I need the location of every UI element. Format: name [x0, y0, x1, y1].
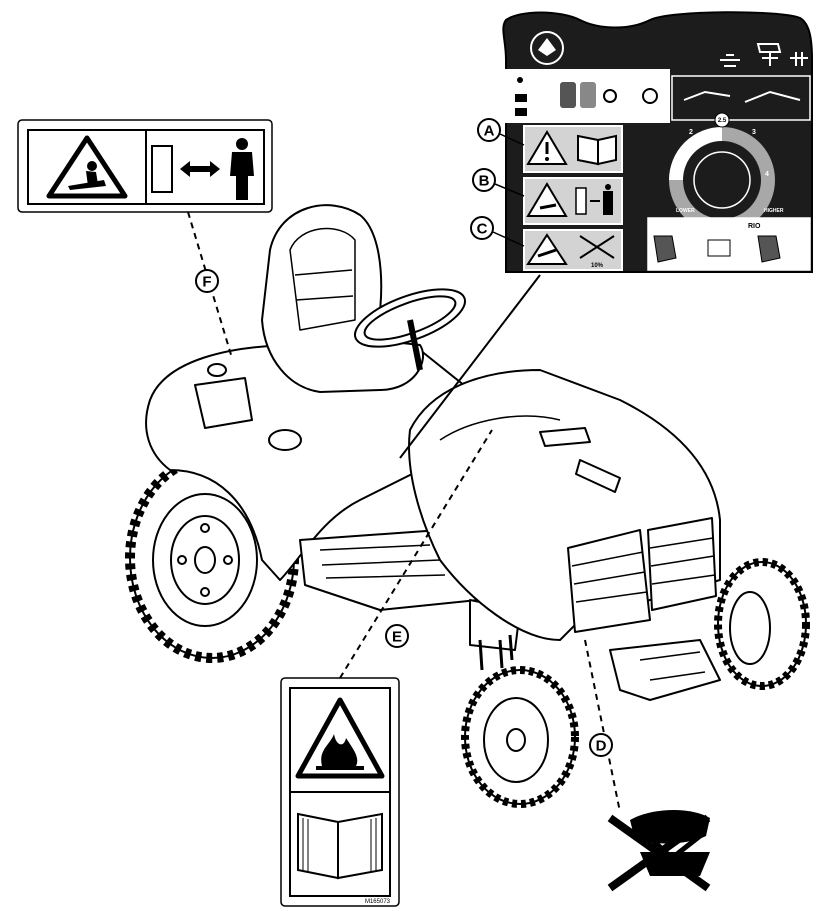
callout-a: A [477, 118, 525, 146]
tractor-illustration [125, 204, 810, 808]
slope-label: 10% [591, 263, 604, 269]
figure-code: M165073 [365, 899, 391, 905]
front-right-wheel [714, 558, 810, 690]
rio-mode-icons [653, 235, 781, 263]
callout-b: B [472, 168, 525, 197]
decal-b [523, 177, 623, 225]
callout-d-label: D [596, 738, 607, 755]
callout-f-label: F [202, 274, 211, 291]
panel-top-icons [720, 43, 808, 67]
dial-tick-2: 2 [689, 129, 693, 136]
decal-e: M165073 [280, 677, 400, 907]
dial-higher-label: HIGHER [764, 208, 784, 214]
callout-c-label: C [477, 221, 488, 238]
control-panel-decal: 10% 2.5 1 2 3 4 LOWER HIGHER RIO [502, 11, 813, 273]
callout-c: C [470, 216, 525, 247]
double-arrow-icon [180, 161, 220, 177]
grille [567, 517, 717, 633]
ignition-key-icons [515, 77, 658, 116]
rio-label: RIO [748, 223, 761, 230]
dial-tick-4: 4 [765, 171, 769, 178]
speed-pedal-icons [683, 90, 801, 103]
front-left-wheel [461, 666, 579, 808]
fire-hazard-icon [316, 734, 364, 770]
crush-hazard-icon [68, 161, 106, 190]
decal-d-no-touch-icon [607, 809, 711, 892]
operator-manual-icon [297, 812, 383, 880]
decal-c: 10% [523, 229, 623, 271]
decal-f [17, 119, 273, 213]
callout-a-label: A [484, 123, 495, 140]
callout-e: E [385, 624, 409, 648]
callout-f: F [195, 269, 219, 293]
leader-line-panel [399, 274, 541, 459]
decal-a [523, 125, 623, 173]
callout-d: D [589, 733, 613, 757]
leader-line-d [584, 639, 621, 813]
dial-lower-label: LOWER [676, 208, 695, 214]
callout-b-label: B [479, 173, 490, 190]
dial-tick-1: 1 [676, 171, 680, 178]
front-hitch [609, 639, 721, 701]
dial-top-value: 2.5 [718, 118, 727, 124]
machine-block-icon [151, 145, 173, 193]
brand-logo-icon [530, 31, 564, 65]
leader-line-e [339, 429, 493, 679]
callout-e-label: E [392, 629, 402, 646]
leader-lines [187, 211, 621, 813]
leader-line-f [187, 211, 233, 359]
steering-wheel [353, 288, 467, 371]
dial-tick-3: 3 [752, 129, 756, 136]
person-icon [230, 138, 254, 200]
manual-book-icon [577, 134, 617, 166]
no-slope-icon [579, 235, 615, 259]
